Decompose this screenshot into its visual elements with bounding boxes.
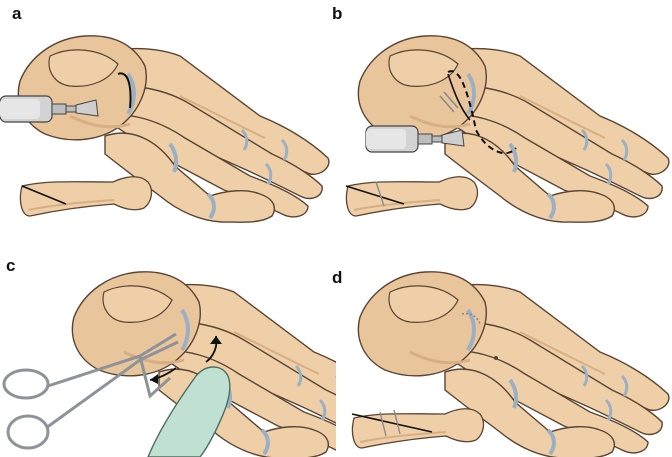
panel-label-c: c (6, 256, 16, 275)
panel-label-b: b (332, 4, 343, 23)
panel-label-d: d (332, 268, 343, 287)
panel-b-illustration (345, 33, 671, 225)
suture-icon (461, 312, 481, 325)
panel-a: a (0, 0, 336, 228)
retractor-icon (2, 332, 179, 450)
panel-d-illustration (351, 269, 671, 457)
isolated-bone-a (19, 175, 153, 217)
suture-icon (439, 91, 459, 113)
suture-icon (379, 409, 401, 437)
arrow-icon (150, 374, 158, 384)
osteotomy-line-a (117, 72, 132, 109)
cut-line-d (351, 413, 433, 433)
panel-a-illustration (0, 33, 331, 225)
osteotomy-line-b (447, 70, 517, 155)
arrow-icon (210, 336, 222, 344)
suture-icon (375, 181, 385, 207)
osteotomy-line-b2 (447, 73, 471, 121)
pin-mark (494, 356, 498, 360)
panel-b: b (332, 0, 672, 228)
cut-line-b (345, 185, 405, 205)
panel-c: c (0, 228, 336, 457)
thumb-icon (147, 366, 231, 457)
panel-c-illustration (2, 269, 336, 457)
panel-label-a: a (12, 4, 22, 23)
cut-line-a (21, 185, 67, 205)
isolated-bone-b (345, 175, 479, 217)
panel-d: d (332, 228, 672, 457)
